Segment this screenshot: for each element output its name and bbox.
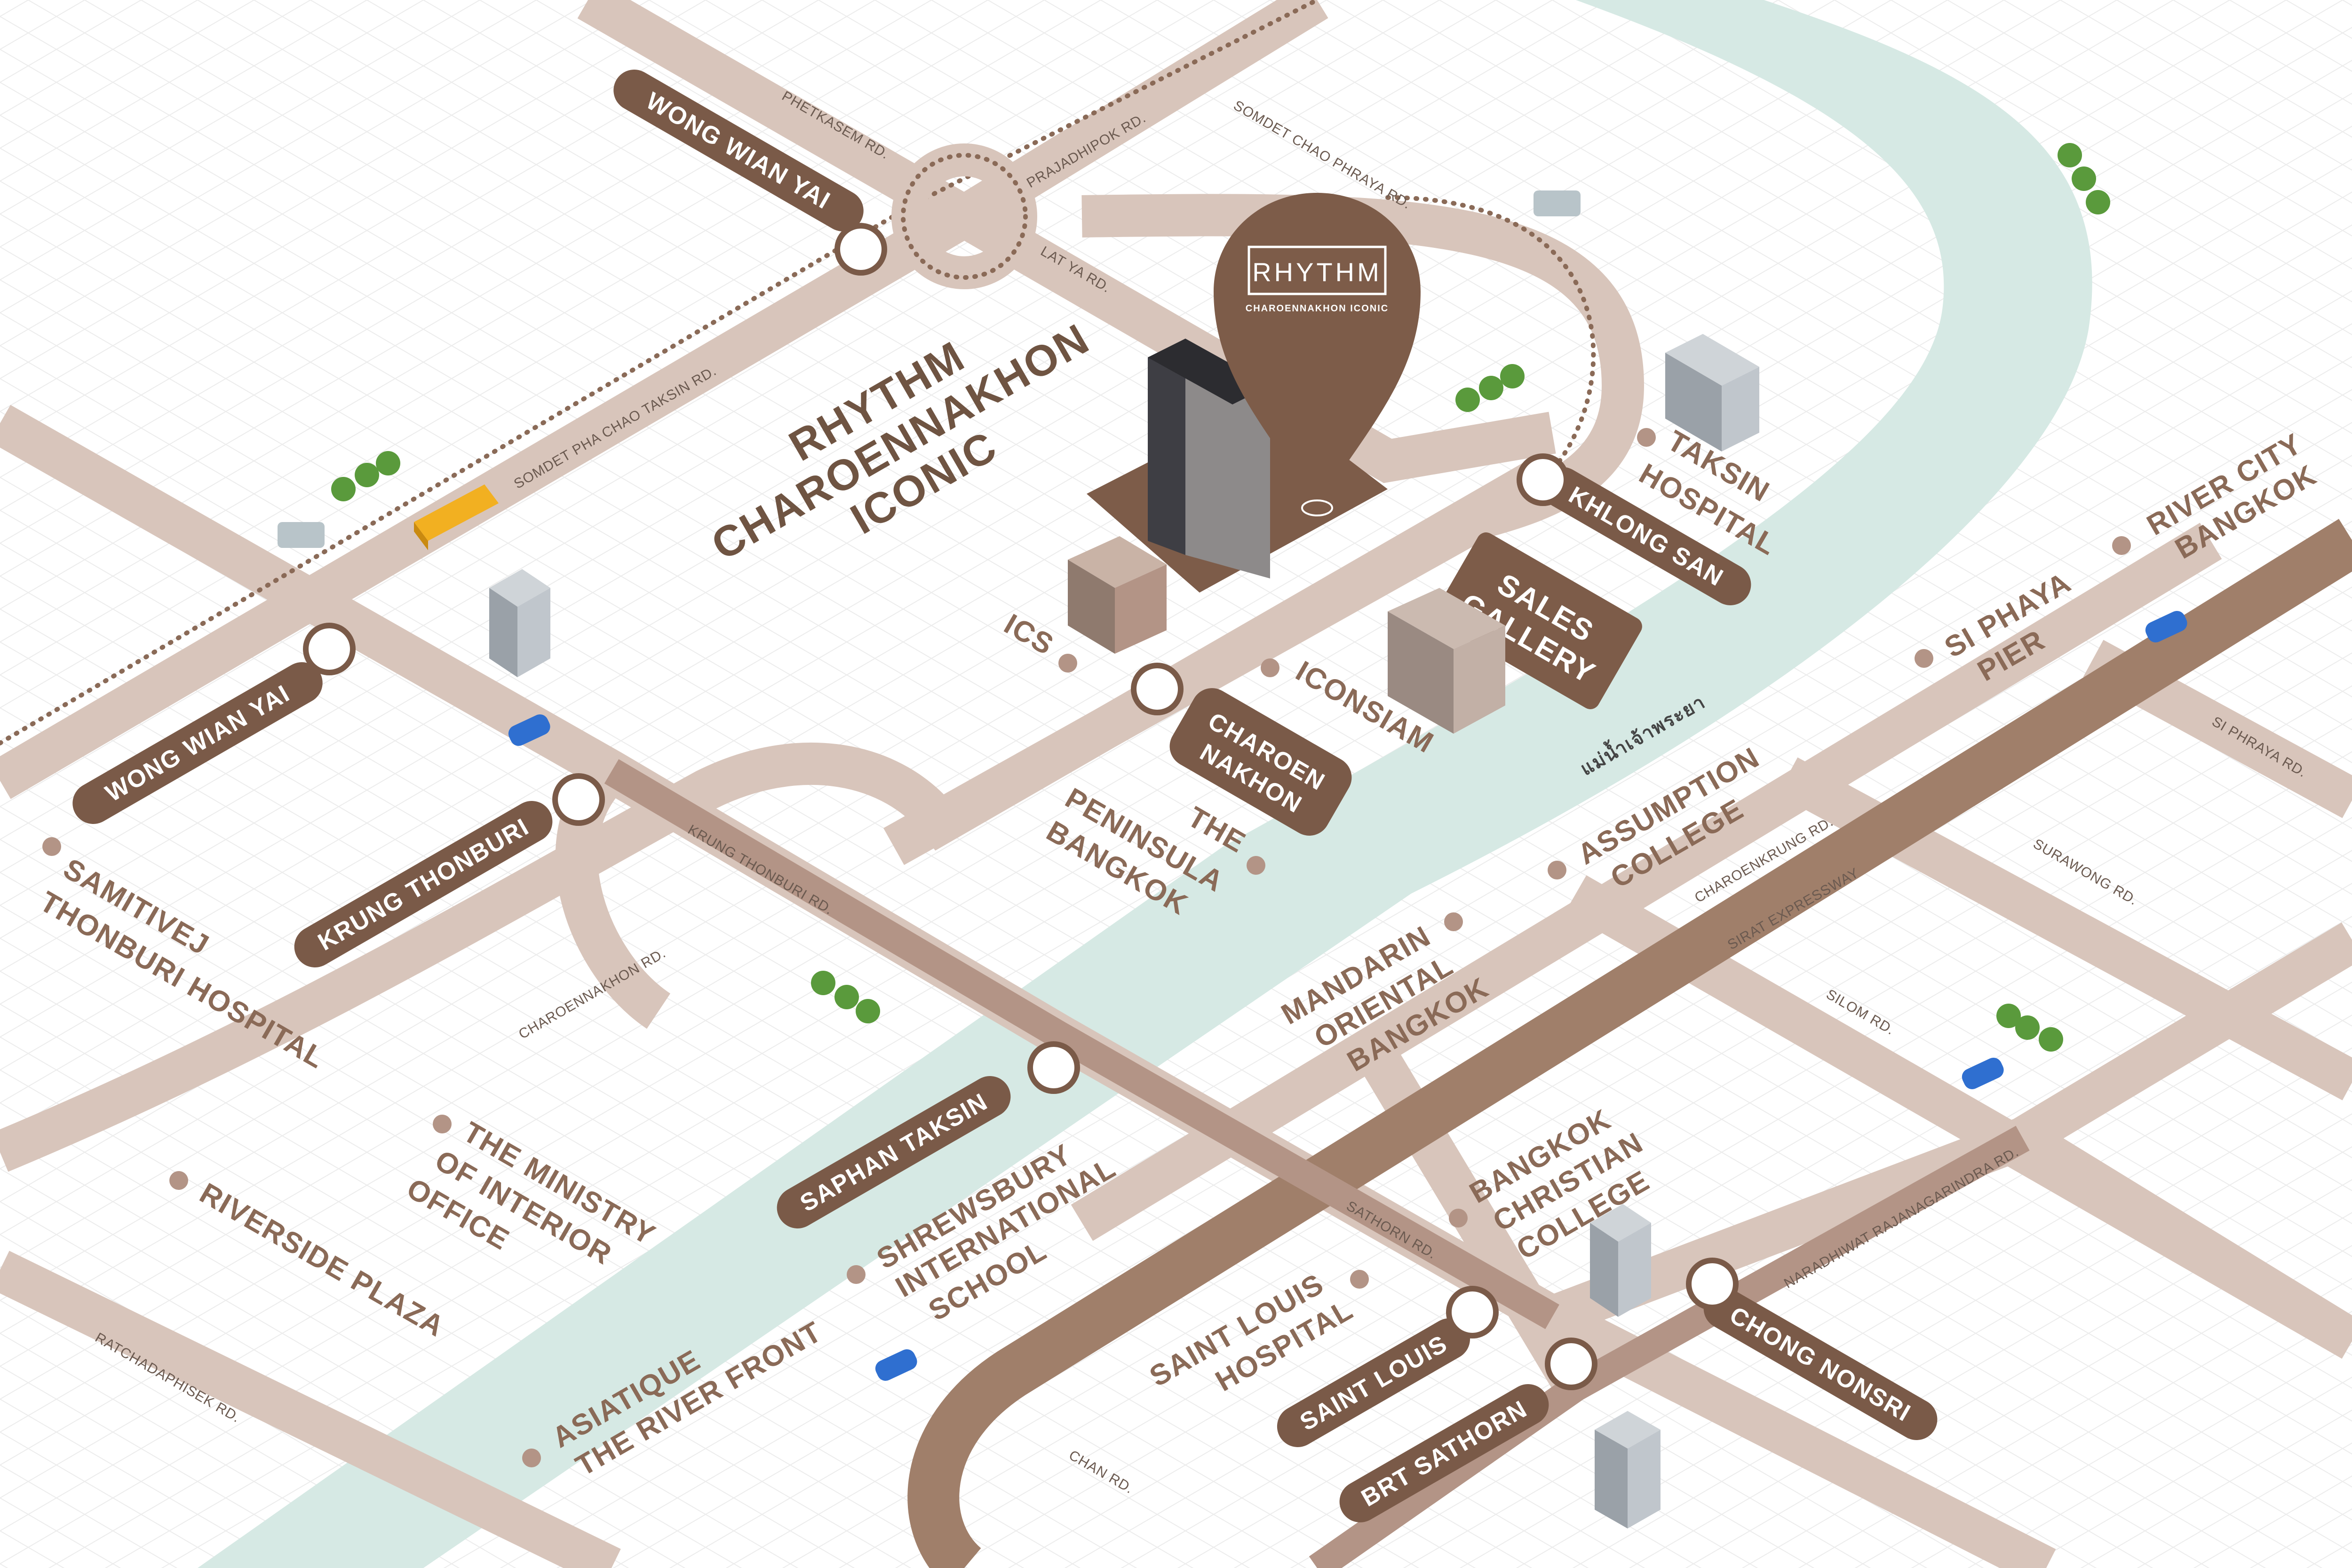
building-taksin-hospital xyxy=(1665,334,1759,451)
building-ics xyxy=(1068,536,1167,654)
building-office-south xyxy=(1595,1411,1661,1528)
road-ratchadaphisek xyxy=(0,1251,621,1568)
building-office-bcc xyxy=(1590,1204,1651,1317)
trees xyxy=(331,143,2110,1052)
station-dot[interactable] xyxy=(303,623,356,675)
station-dot[interactable] xyxy=(1517,453,1569,506)
location-pin-icon xyxy=(1214,193,1421,508)
bus-stop-icon-2 xyxy=(1534,190,1581,216)
car-icon-2 xyxy=(2145,610,2187,642)
tree-group-5 xyxy=(1996,1004,2063,1052)
buildings xyxy=(489,334,1759,1528)
roundabout xyxy=(891,143,1037,289)
tree-group-3 xyxy=(2058,143,2110,214)
road-east-vertical xyxy=(2011,1120,2352,1359)
station-dot[interactable] xyxy=(1027,1041,1080,1094)
bts-dotted-line-west xyxy=(0,200,920,745)
pin-logo-box xyxy=(1248,245,1387,295)
tree-group-1 xyxy=(331,451,400,501)
car-icon-1 xyxy=(508,714,550,746)
krung-thonburi-rd xyxy=(604,759,1559,1330)
station-dot[interactable] xyxy=(1131,663,1184,715)
bus-icon xyxy=(414,484,499,550)
chao-phraya-river xyxy=(198,0,2092,1568)
road-lat-ya xyxy=(954,198,1556,483)
building-iconsiam xyxy=(1388,588,1505,734)
road-charoennakhon xyxy=(0,452,1563,1172)
pin-brand: RHYTHM xyxy=(1252,257,1382,287)
car-icon-3 xyxy=(1962,1057,2004,1089)
bts-dotted-line-east xyxy=(1385,195,1596,473)
sirat-expressway xyxy=(907,519,2352,1568)
sales-gallery-bg xyxy=(1434,532,1642,709)
road-sathorn xyxy=(1346,1023,1594,1399)
vehicles xyxy=(278,190,2187,1381)
station-dot[interactable] xyxy=(834,223,887,276)
building-office-west xyxy=(489,569,550,677)
station-dot[interactable] xyxy=(1446,1286,1499,1338)
bus-stop-icon-1 xyxy=(278,522,325,548)
pin-ground-marker xyxy=(1301,499,1333,516)
tree-group-2 xyxy=(1455,364,1525,412)
pin-subtitle: CHAROENNAKHON ICONIC xyxy=(1246,303,1389,314)
station-dot[interactable] xyxy=(1686,1258,1739,1310)
road-charoenkrung xyxy=(1071,523,2222,1241)
station-dot[interactable] xyxy=(552,773,605,826)
roundabout-ring xyxy=(901,153,1028,280)
tree-group-4 xyxy=(811,971,880,1023)
station-dot[interactable] xyxy=(1545,1338,1597,1390)
car-icon-4 xyxy=(875,1349,917,1381)
